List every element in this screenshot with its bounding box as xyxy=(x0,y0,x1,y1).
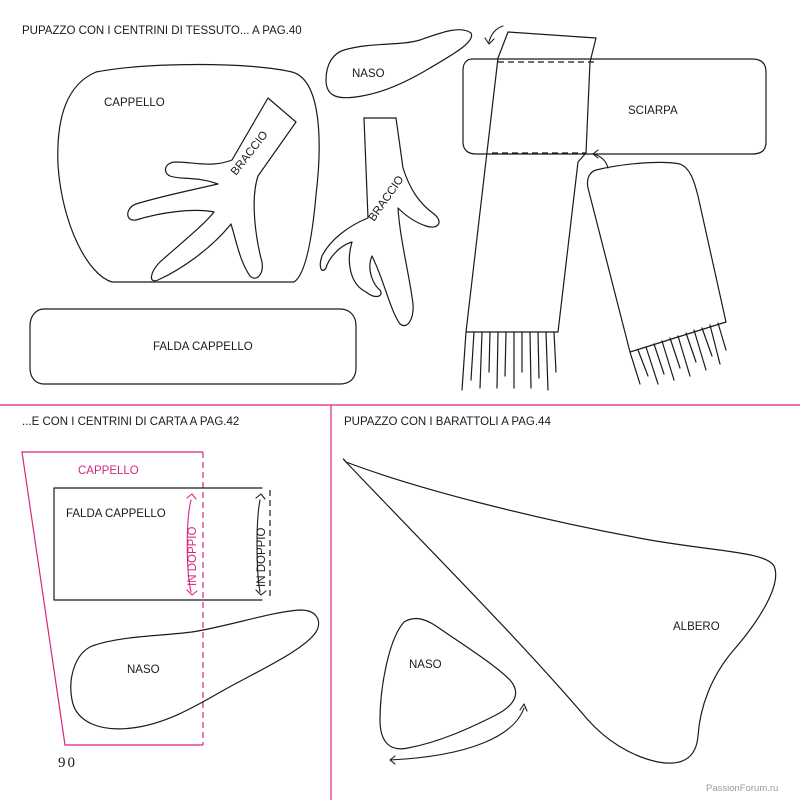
albero-shape xyxy=(345,461,777,764)
albero-label: ALBERO xyxy=(673,621,720,633)
naso-right-label: NASO xyxy=(409,659,442,671)
sciarpa-label: SCIARPA xyxy=(628,105,678,117)
sciarpa-arrow-top xyxy=(488,25,504,43)
sciarpa-arrow-short xyxy=(593,153,609,169)
cappello-shape xyxy=(57,63,320,283)
sciarpa-short-fringe xyxy=(629,322,727,385)
naso-right-arrowhead-start xyxy=(519,703,528,712)
sciarpa-arrowhead-top xyxy=(484,37,495,45)
naso-top-label: NASO xyxy=(352,68,385,80)
naso-right-arrowhead-end xyxy=(389,755,396,765)
falda-cappello-paper-label: FALDA CAPPELLO xyxy=(66,508,166,520)
braccio-right-label: BRACCIO xyxy=(367,174,407,224)
in-doppio-black-label: IN DOPPIO xyxy=(256,528,268,587)
naso-right-shape xyxy=(379,617,517,750)
in-doppio-black-arrowhead-top xyxy=(255,493,266,500)
braccio-right-shape xyxy=(319,117,440,327)
naso-top-shape xyxy=(325,29,473,99)
sciarpa-strip-fringe xyxy=(461,331,557,391)
cappello-paper-shape xyxy=(21,451,203,746)
falda-cappello-paper-shape xyxy=(53,487,263,601)
bottom-right-title: PUPAZZO CON I BARATTOLI A PAG.44 xyxy=(344,416,551,428)
page-number: 90 xyxy=(58,755,77,771)
in-doppio-pink-arrow xyxy=(186,499,192,593)
cappello-paper-label: CAPPELLO xyxy=(78,465,139,477)
in-doppio-pink-label: IN DOPPIO xyxy=(187,527,199,586)
braccio-left-shape xyxy=(127,97,297,282)
sciarpa-short-strip-shape xyxy=(586,161,727,353)
albero-tip xyxy=(342,458,347,463)
naso-paper-shape xyxy=(70,609,320,730)
naso-paper-label: NASO xyxy=(127,664,160,676)
falda-cappello-top-shape xyxy=(29,308,357,385)
naso-right-arrow xyxy=(389,707,525,761)
in-doppio-pink-arrowhead-top xyxy=(186,493,197,500)
watermark: PassionForum.ru xyxy=(706,783,778,794)
sciarpa-band-shape xyxy=(462,58,767,155)
in-doppio-black-arrow xyxy=(256,499,261,593)
sciarpa-strip-shape xyxy=(465,31,597,333)
sciarpa-arrowhead-short xyxy=(592,149,599,159)
in-doppio-black-arrowhead-bottom xyxy=(255,589,267,596)
top-section-title: PUPAZZO CON I CENTRINI DI TESSUTO... A P… xyxy=(22,25,302,37)
in-doppio-pink-arrowhead-bottom xyxy=(186,589,198,596)
bottom-left-title: ...E CON I CENTRINI DI CARTA A PAG.42 xyxy=(22,416,239,428)
cappello-label: CAPPELLO xyxy=(104,97,165,109)
falda-cappello-top-label: FALDA CAPPELLO xyxy=(153,341,253,353)
